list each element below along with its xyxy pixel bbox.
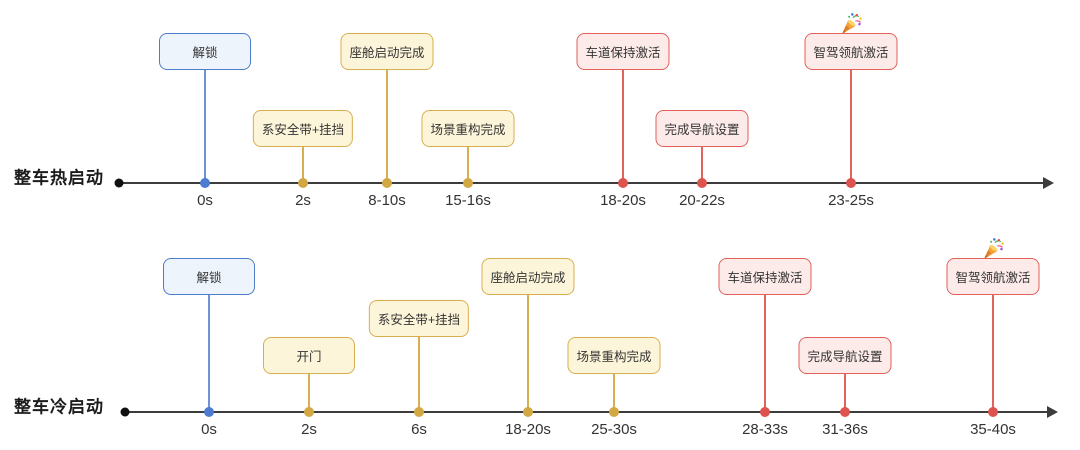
event-box: 智驾领航激活 (804, 33, 898, 70)
event-box: 解锁 (159, 33, 251, 70)
party-popper-icon (839, 11, 863, 35)
event-time-label: 18-20s (600, 192, 646, 209)
event-label: 解锁 (192, 46, 218, 60)
event-time-label: 6s (411, 421, 427, 438)
event-stem (208, 293, 210, 412)
event-stem (613, 372, 615, 412)
event-dot (760, 407, 770, 417)
event-time-label: 15-16s (445, 192, 491, 209)
timeline-axis (125, 411, 1049, 413)
event-dot (304, 407, 314, 417)
event-label: 座舱启动完成 (349, 46, 425, 60)
event-time-label: 2s (295, 192, 311, 209)
event-time-label: 20-22s (679, 192, 725, 209)
event-label: 完成导航设置 (807, 350, 883, 364)
event-stem (527, 293, 529, 412)
event-dot (840, 407, 850, 417)
event-label: 场景重构完成 (430, 123, 506, 137)
event-box: 完成导航设置 (655, 110, 749, 147)
timeline-label-cold-start: 整车冷启动 (14, 397, 104, 417)
event-dot (609, 407, 619, 417)
event-box: 车道保持激活 (576, 33, 670, 70)
event-time-label: 0s (197, 192, 213, 209)
event-box: 场景重构完成 (567, 337, 661, 374)
event-label: 座舱启动完成 (490, 271, 566, 285)
event-dot (846, 178, 856, 188)
event-label: 智驾领航激活 (813, 46, 889, 60)
event-label: 智驾领航激活 (955, 271, 1031, 285)
event-stem (386, 68, 388, 183)
event-box: 开门 (263, 337, 355, 374)
event-stem (622, 68, 624, 183)
event-stem (418, 335, 420, 412)
event-time-label: 35-40s (970, 421, 1016, 438)
event-stem (844, 372, 846, 412)
event-label: 场景重构完成 (576, 350, 652, 364)
event-stem (701, 145, 703, 183)
event-label: 车道保持激活 (727, 271, 803, 285)
party-popper-icon (981, 236, 1005, 260)
event-time-label: 28-33s (742, 421, 788, 438)
event-dot (463, 178, 473, 188)
event-box: 座舱启动完成 (481, 258, 575, 295)
event-stem (204, 68, 206, 183)
event-label: 系安全带+挂挡 (261, 123, 345, 137)
event-stem (467, 145, 469, 183)
timeline-label-warm-start: 整车热启动 (14, 168, 104, 188)
event-dot (988, 407, 998, 417)
axis-arrowhead-icon (1043, 177, 1054, 189)
event-label: 完成导航设置 (664, 123, 740, 137)
event-stem (302, 145, 304, 183)
event-time-label: 18-20s (505, 421, 551, 438)
event-box: 系安全带+挂挡 (368, 300, 470, 337)
event-time-label: 2s (301, 421, 317, 438)
event-dot (200, 178, 210, 188)
axis-start-dot (120, 407, 130, 417)
event-dot (523, 407, 533, 417)
axis-arrowhead-icon (1047, 406, 1058, 418)
event-time-label: 8-10s (368, 192, 406, 209)
event-stem (764, 293, 766, 412)
event-dot (204, 407, 214, 417)
event-stem (308, 372, 310, 412)
event-box: 智驾领航激活 (946, 258, 1040, 295)
event-dot (414, 407, 424, 417)
event-box: 完成导航设置 (798, 337, 892, 374)
event-time-label: 0s (201, 421, 217, 438)
axis-start-dot (114, 178, 124, 188)
event-box: 解锁 (163, 258, 255, 295)
event-label: 开门 (296, 350, 322, 364)
event-label: 系安全带+挂挡 (377, 313, 461, 327)
event-stem (992, 293, 994, 412)
event-stem (850, 68, 852, 183)
timeline-axis (119, 182, 1045, 184)
event-time-label: 25-30s (591, 421, 637, 438)
event-dot (697, 178, 707, 188)
event-label: 车道保持激活 (585, 46, 661, 60)
event-dot (382, 178, 392, 188)
event-box: 座舱启动完成 (340, 33, 434, 70)
event-time-label: 31-36s (822, 421, 868, 438)
event-box: 车道保持激活 (718, 258, 812, 295)
event-label: 解锁 (196, 271, 222, 285)
event-time-label: 23-25s (828, 192, 874, 209)
event-dot (618, 178, 628, 188)
event-box: 系安全带+挂挡 (252, 110, 354, 147)
event-box: 场景重构完成 (421, 110, 515, 147)
event-dot (298, 178, 308, 188)
